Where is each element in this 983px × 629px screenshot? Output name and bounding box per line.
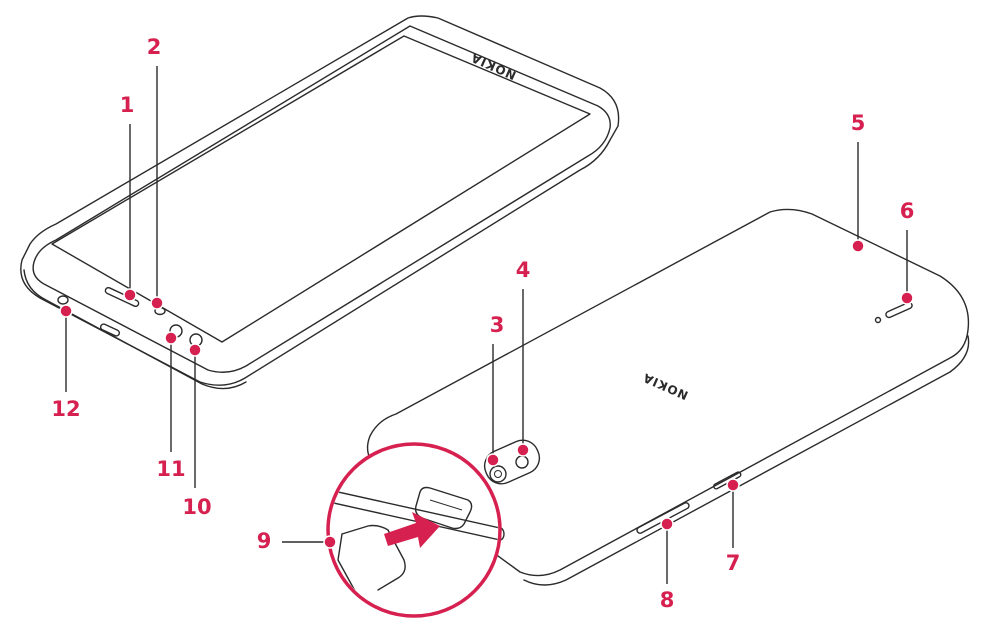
callout-5-dot — [851, 239, 865, 253]
callout-2-dot — [150, 296, 164, 310]
back-loudspeaker — [885, 301, 913, 319]
callout-4-number: 4 — [516, 258, 531, 282]
callout-8: 8 — [660, 517, 675, 612]
front-body-outline — [20, 15, 620, 386]
rear-camera-module — [483, 439, 541, 485]
zoom-circle-border — [326, 442, 502, 618]
usb-cable — [337, 524, 406, 601]
callout-7-number: 7 — [726, 551, 741, 575]
zoom-phone-edge — [330, 487, 498, 529]
callout-7: 7 — [726, 478, 741, 575]
front-screen — [51, 35, 591, 343]
callout-12-number: 12 — [51, 397, 80, 421]
callout-6-number: 6 — [900, 199, 915, 223]
callout-11-dot — [164, 331, 178, 345]
callout-10-dot — [188, 343, 202, 357]
callout-3-number: 3 — [490, 313, 505, 337]
callout-8-dot — [660, 517, 674, 531]
callout-2-number: 2 — [147, 35, 162, 59]
callout-5-number: 5 — [851, 111, 866, 135]
usb-port — [414, 486, 473, 530]
usb-port-inner — [429, 499, 463, 511]
back-microphone — [874, 316, 882, 324]
callout-2: 2 — [147, 35, 164, 310]
front-earpiece — [104, 286, 140, 308]
usb-zoom-inset — [326, 442, 502, 618]
rear-camera-lens — [489, 465, 507, 483]
insert-arrow — [384, 512, 440, 548]
front-logo: NOKIA — [468, 50, 518, 82]
callout-9: 9 — [257, 529, 337, 553]
callout-4-dot — [516, 443, 530, 457]
callout-8-number: 8 — [660, 588, 675, 612]
callout-11: 11 — [156, 331, 186, 481]
callout-6-dot — [900, 291, 914, 305]
callout-9-dot — [323, 535, 337, 549]
front-side-edge — [23, 269, 247, 390]
callout-1-dot — [123, 288, 137, 302]
callout-10-number: 10 — [182, 495, 211, 519]
callout-4: 4 — [516, 258, 531, 457]
front-headset-jack — [57, 295, 69, 305]
callout-12: 12 — [51, 304, 81, 421]
callout-1: 1 — [120, 93, 137, 302]
callout-11-number: 11 — [156, 457, 185, 481]
rear-camera-lens-inner — [494, 470, 502, 478]
zoom-phone-edge-2 — [330, 499, 498, 541]
callout-9-number: 9 — [257, 529, 272, 553]
phone-front-view: NOKIA — [20, 15, 620, 390]
callout-3-dot — [486, 453, 500, 467]
back-body-outline — [366, 208, 970, 577]
callout-3: 3 — [486, 313, 505, 467]
back-logo: NOKIA — [640, 370, 690, 402]
callout-6: 6 — [900, 199, 915, 305]
callout-7-dot — [726, 478, 740, 492]
callout-12-dot — [59, 304, 73, 318]
callout-1-number: 1 — [120, 93, 135, 117]
rear-flash — [515, 455, 529, 469]
front-bottom-slot — [99, 323, 121, 337]
callout-5: 5 — [851, 111, 866, 253]
front-frame-edge — [32, 25, 611, 373]
back-side-edge — [523, 335, 970, 586]
callout-10: 10 — [182, 343, 212, 519]
